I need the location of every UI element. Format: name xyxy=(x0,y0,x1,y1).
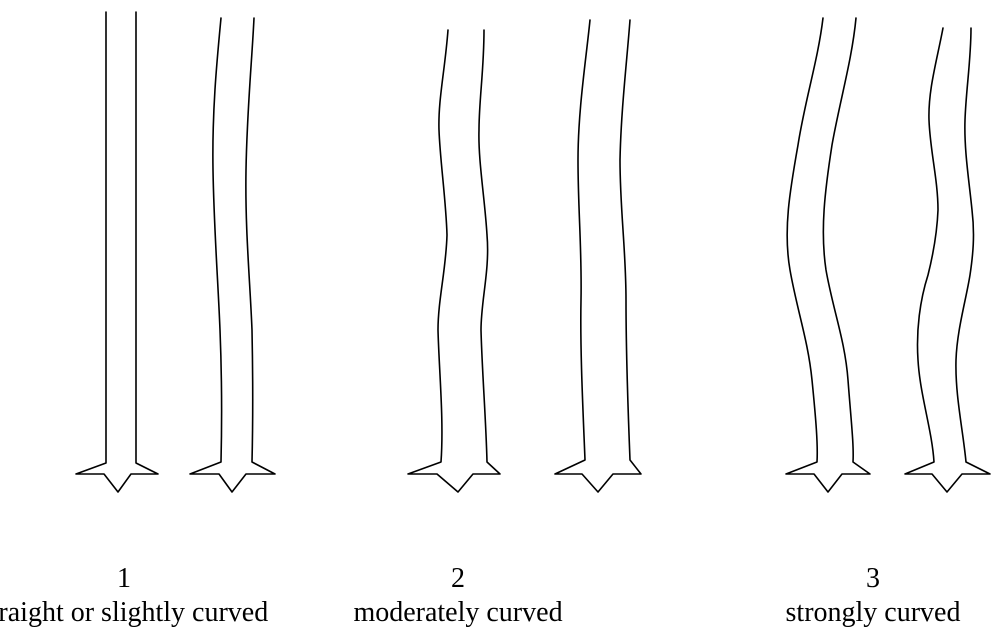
stem-outline xyxy=(555,20,641,492)
stem-outline xyxy=(408,30,500,492)
caption-group-3: 3 strongly curved xyxy=(723,562,1001,630)
caption-group-2: 2 moderately curved xyxy=(308,562,608,630)
shape-group-2 xyxy=(408,20,641,492)
strongly-curved-stem-a xyxy=(786,18,870,492)
stem-outline xyxy=(905,28,990,492)
shape-group-3 xyxy=(786,18,990,492)
stem-outline xyxy=(786,18,870,492)
group-number: 2 xyxy=(308,562,608,596)
group-description: straight or slightly curved xyxy=(0,596,274,630)
shape-group-1 xyxy=(76,12,275,492)
moderately-curved-stem-b xyxy=(555,20,641,492)
stem-outline xyxy=(76,12,158,492)
group-description: moderately curved xyxy=(308,596,608,630)
curvature-diagram xyxy=(0,0,1001,608)
stem-outline xyxy=(190,18,275,492)
straight-stem xyxy=(76,12,158,492)
strongly-curved-stem-b xyxy=(905,28,990,492)
group-number: 1 xyxy=(0,562,274,596)
slightly-curved-stem xyxy=(190,18,275,492)
group-description: strongly curved xyxy=(723,596,1001,630)
group-number: 3 xyxy=(723,562,1001,596)
caption-group-1: 1 straight or slightly curved xyxy=(0,562,274,630)
moderately-curved-stem-a xyxy=(408,30,500,492)
